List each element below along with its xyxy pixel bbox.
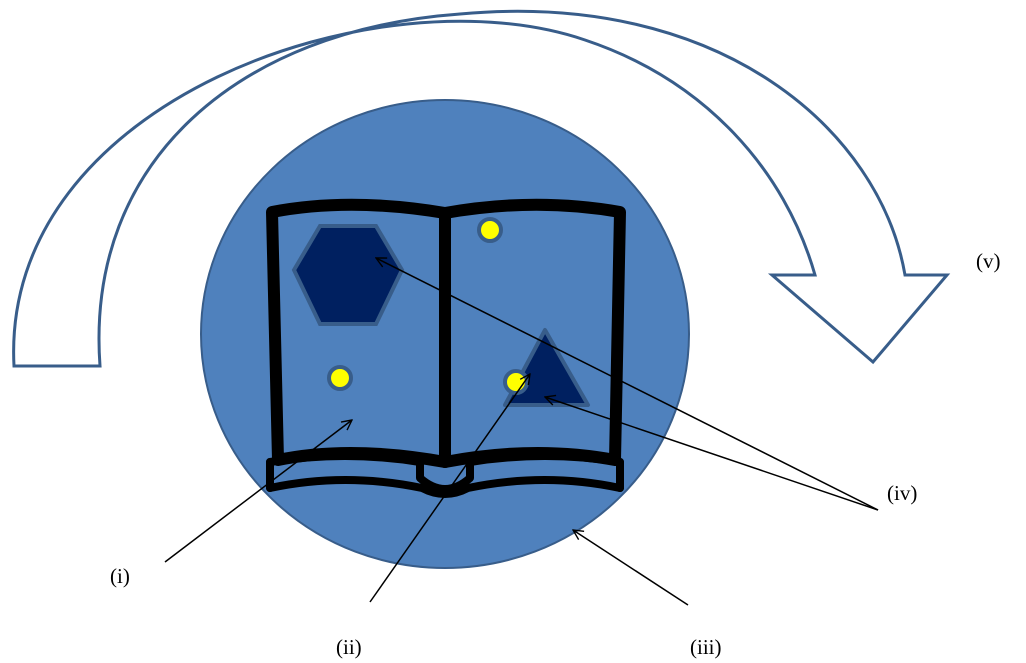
leader-iii [573, 530, 689, 606]
leader-i [164, 420, 352, 563]
label-iii: (iii) [690, 635, 722, 659]
leader-iv-triangle [545, 397, 879, 511]
curved-arrow-icon [12, 9, 951, 368]
label-ii: (ii) [336, 635, 362, 659]
leader-lines [164, 258, 879, 606]
hexagon-shape [291, 224, 405, 326]
yellow-dot [477, 217, 503, 243]
label-iv: (iv) [887, 481, 917, 505]
leader-ii [369, 374, 530, 603]
yellow-dot [327, 365, 353, 391]
open-book-icon [266, 198, 626, 498]
leader-iv-hexagon [376, 258, 879, 511]
label-v: (v) [976, 249, 1001, 273]
label-i: (i) [110, 564, 130, 588]
